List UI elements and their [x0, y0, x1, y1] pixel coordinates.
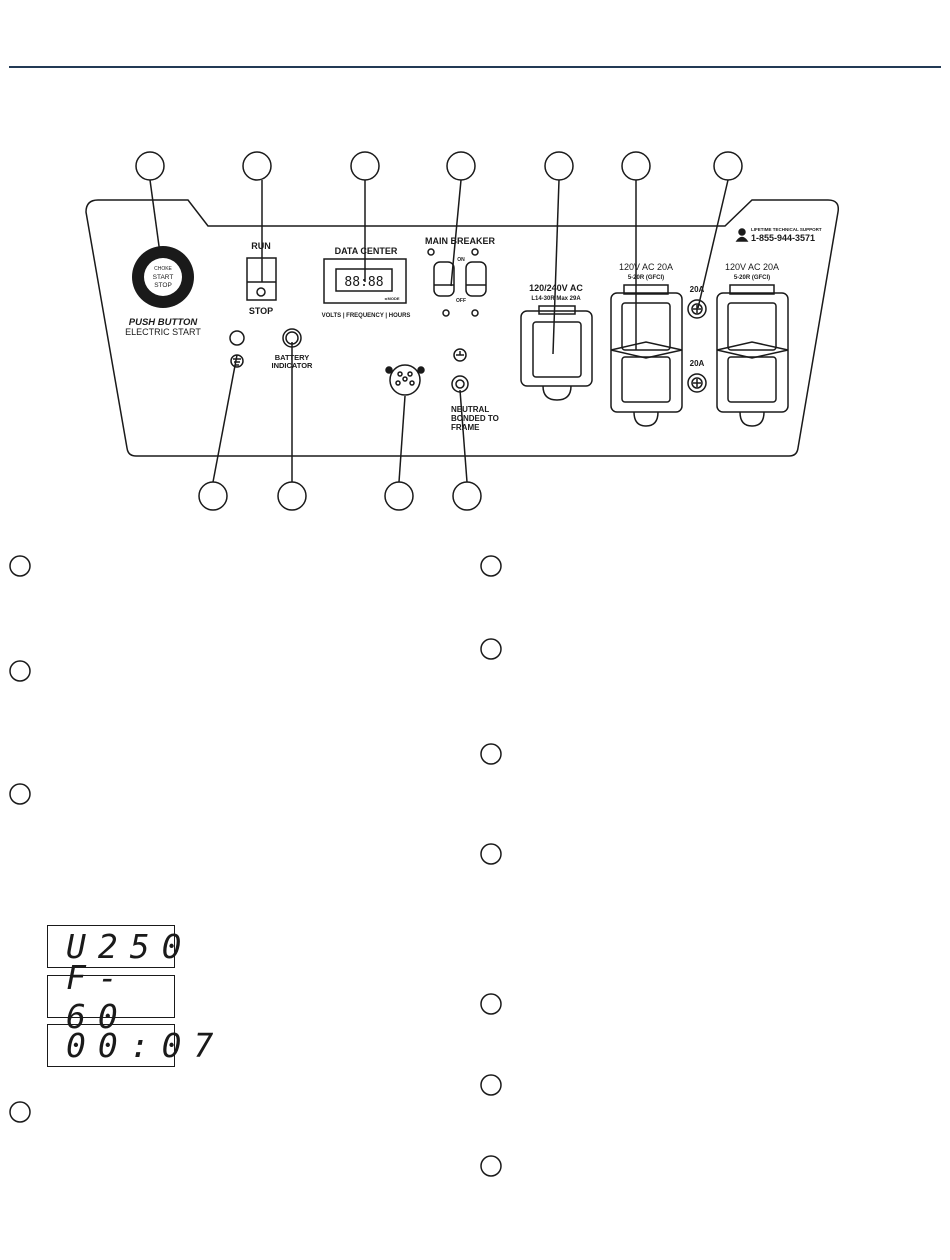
display-hours: 00:07 [47, 1024, 213, 1067]
outlet-twist-lock[interactable] [520, 310, 593, 387]
main-breaker-left[interactable] [433, 261, 455, 297]
display-frequency: F-60 [47, 958, 175, 1036]
push-button-subtitle: ELECTRIC START [125, 327, 201, 337]
push-button-title: PUSH BUTTON [129, 317, 199, 328]
stop-label: STOP [154, 282, 172, 289]
legend-callout-4 [9, 1101, 31, 1123]
battery-line2: INDICATOR [272, 361, 314, 370]
leader-line [398, 395, 406, 483]
ground-terminal[interactable] [451, 375, 469, 393]
callout-bottom-3 [384, 481, 414, 511]
breaker-20a-bottom-label: 20A [690, 359, 705, 368]
support-label: LIFETIME TECHNICAL SUPPORT [751, 227, 822, 232]
data-center-modes: VOLTS | FREQUENCY | HOURS [322, 313, 411, 319]
choke-label: CHOKE [154, 266, 172, 272]
neutral-line1: NEUTRAL [451, 405, 489, 414]
leader-line [697, 179, 729, 309]
ground-lug-icon [453, 348, 467, 362]
support-phone: 1-855-944-3571 [751, 233, 815, 243]
leader-line [459, 389, 468, 483]
callout-bottom-4 [452, 481, 482, 511]
run-stop-switch[interactable] [246, 257, 277, 301]
neutral-line3: FRAME [451, 423, 480, 432]
callout-top-7 [713, 151, 743, 181]
breaker-20a-bottom[interactable] [687, 373, 707, 393]
breaker-off-label: OFF [456, 298, 466, 304]
mode-mark: ◂ MODE [383, 296, 399, 301]
battery-line1: BATTERY [275, 353, 310, 362]
legend-callout-2 [9, 660, 31, 682]
data-center-title: DATA CENTER [335, 246, 398, 256]
callout-top-2 [242, 151, 272, 181]
legend-callout-8 [480, 843, 502, 865]
twist-outlet-line2: L14-30R Max 29A [531, 296, 581, 302]
gfci1-line1: 120V AC 20A [619, 262, 673, 272]
legend-callout-1 [9, 555, 31, 577]
stop-switch-label: STOP [249, 306, 273, 316]
callout-top-5 [544, 151, 574, 181]
gfci2-line2: 5-20R (GFCI) [734, 275, 770, 281]
push-button-inner[interactable] [144, 258, 182, 296]
callout-bottom-2 [277, 481, 307, 511]
leader-line [450, 179, 462, 287]
breaker-on-label: ON [457, 257, 465, 263]
leader-line [212, 354, 238, 483]
neutral-line2: BONDED TO [451, 414, 499, 423]
header-rule [9, 66, 941, 68]
gfci2-line1: 120V AC 20A [725, 262, 779, 272]
callout-top-3 [350, 151, 380, 181]
legend-callout-10 [480, 1074, 502, 1096]
legend-callout-6 [480, 638, 502, 660]
callout-top-4 [446, 151, 476, 181]
battery-indicator-light [282, 328, 302, 348]
main-breaker-right[interactable] [465, 261, 487, 297]
gfci1-line2: 5-20R (GFCI) [628, 275, 664, 281]
legend-callout-11 [480, 1155, 502, 1177]
leader-line [552, 179, 560, 355]
legend-callout-7 [480, 743, 502, 765]
breaker-20a-top-label: 20A [690, 285, 705, 294]
panel-outline [85, 199, 840, 457]
parallel-connector[interactable] [389, 364, 421, 396]
ground-symbol-icon [230, 354, 244, 368]
display-volts: U250 [47, 925, 181, 968]
indicator-light [229, 330, 245, 346]
main-breaker-title: MAIN BREAKER [425, 236, 496, 246]
callout-top-1 [135, 151, 165, 181]
legend-callout-3 [9, 783, 31, 805]
start-label: START [153, 274, 174, 281]
legend-callout-5 [480, 555, 502, 577]
data-center-digits: 88:88 [344, 275, 383, 290]
breaker-20a-top[interactable] [687, 299, 707, 319]
callout-bottom-1 [198, 481, 228, 511]
data-center-display [323, 258, 407, 304]
support-person-icon [738, 228, 746, 236]
run-label: RUN [251, 241, 271, 251]
outlet-gfci-2[interactable] [716, 292, 789, 413]
outlet-gfci-1[interactable] [610, 292, 683, 413]
legend-callout-9 [480, 993, 502, 1015]
callout-top-6 [621, 151, 651, 181]
twist-outlet-line1: 120/240V AC [529, 283, 583, 293]
